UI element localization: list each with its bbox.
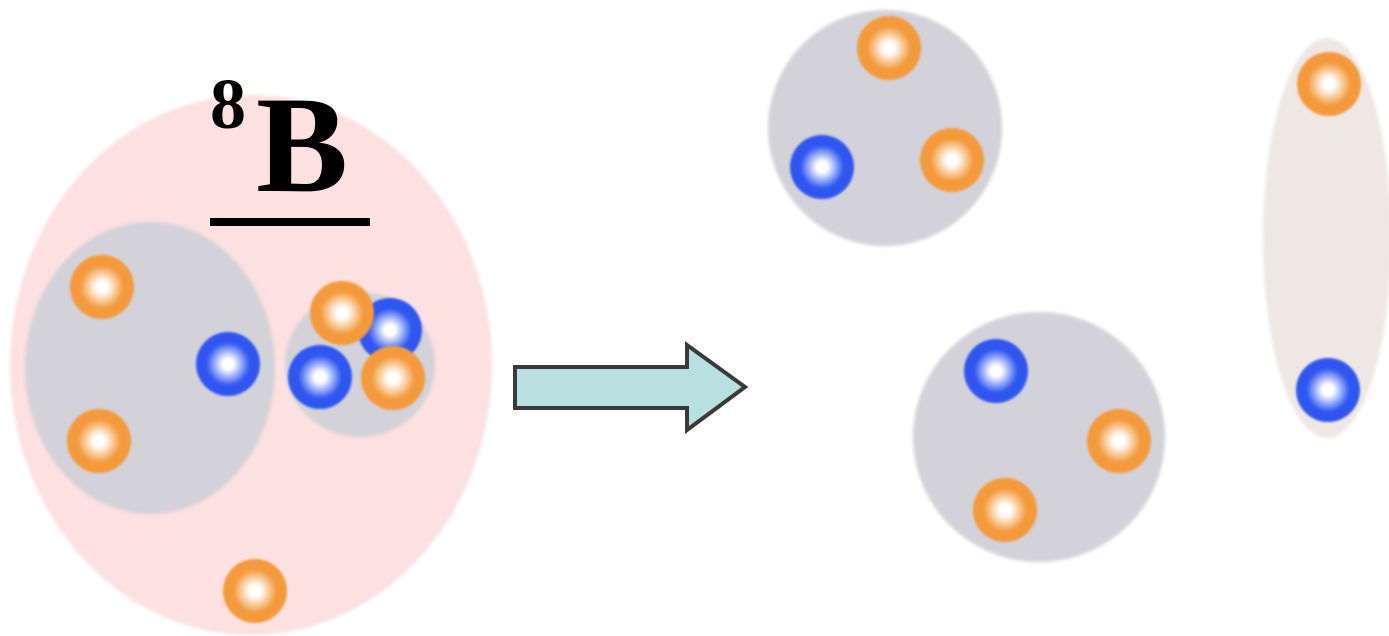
proton-particle bbox=[857, 16, 921, 80]
neutron-particle bbox=[964, 339, 1028, 403]
proton-particle bbox=[1297, 52, 1361, 116]
proton-particle bbox=[70, 255, 134, 319]
proton-particle bbox=[67, 409, 131, 473]
proton-particle bbox=[223, 559, 287, 623]
reaction-arrow-shape bbox=[513, 341, 749, 434]
reaction-arrow bbox=[513, 341, 749, 434]
neutron-particle bbox=[1296, 358, 1360, 422]
proton-particle bbox=[361, 346, 425, 410]
proton-particle bbox=[920, 128, 984, 192]
neutron-particle bbox=[288, 345, 352, 409]
mass-number-superscript: 8 bbox=[210, 64, 246, 144]
neutron-particle bbox=[790, 135, 854, 199]
nucleus-label: 8 B bbox=[206, 62, 378, 232]
neutron-particle bbox=[196, 332, 260, 396]
label-underline bbox=[210, 218, 370, 226]
proton-particle bbox=[1087, 409, 1151, 473]
element-symbol: B bbox=[256, 68, 349, 221]
proton-particle bbox=[310, 281, 374, 345]
proton-particle bbox=[973, 478, 1037, 542]
